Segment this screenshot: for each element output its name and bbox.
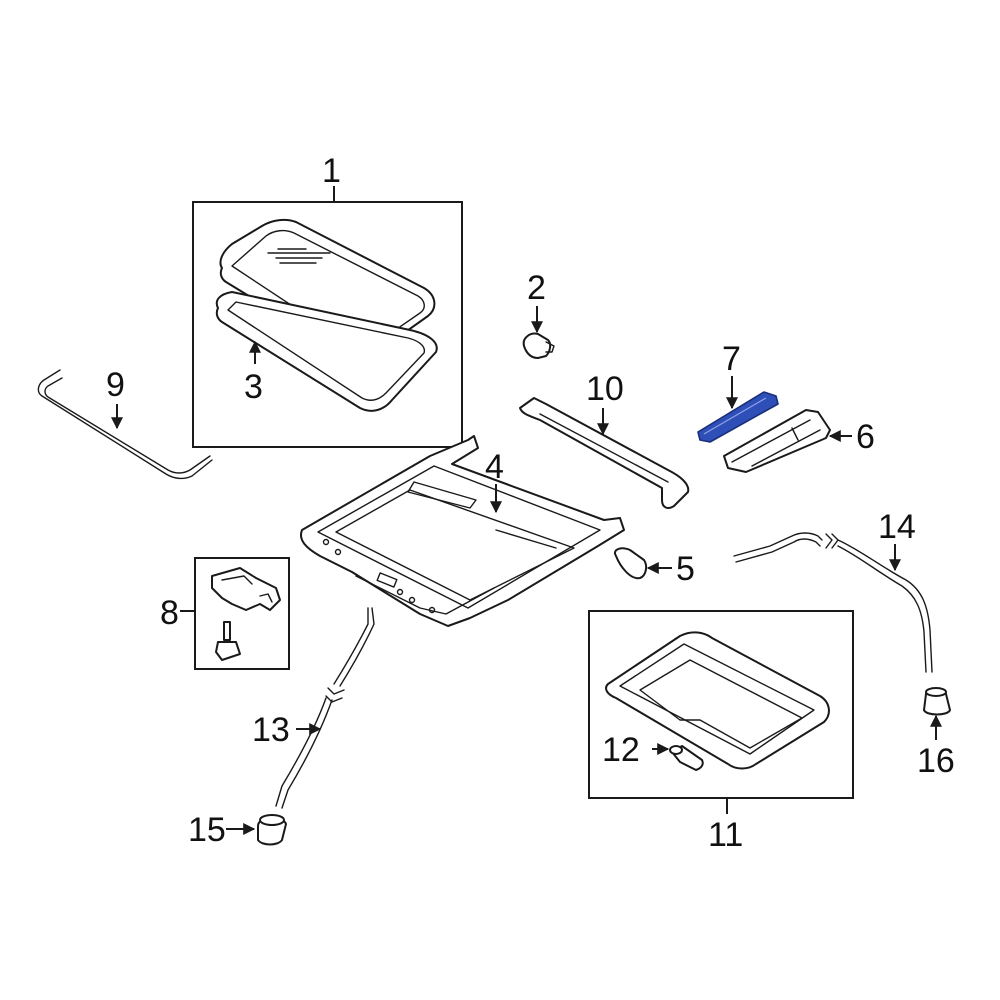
rail-bracket[interactable] (723, 409, 831, 473)
callout-4[interactable]: 4 (485, 448, 504, 486)
wind-deflector[interactable] (519, 397, 690, 509)
sunroof-motor[interactable] (211, 567, 281, 661)
callout-12[interactable]: 12 (602, 731, 640, 769)
callout-10[interactable]: 10 (586, 370, 624, 408)
callout-14[interactable]: 14 (878, 508, 916, 546)
motor-box (180, 557, 290, 670)
drain-hose-left[interactable] (275, 607, 375, 809)
callout-6[interactable]: 6 (856, 418, 875, 456)
sunshade-panel[interactable] (605, 631, 830, 770)
sunshade-pin[interactable] (669, 745, 704, 771)
grommet-left[interactable] (257, 814, 287, 846)
rear-trim-strip[interactable] (37, 369, 213, 480)
sunroof-frame[interactable] (300, 435, 625, 627)
callout-7[interactable]: 7 (722, 340, 741, 378)
callout-2[interactable]: 2 (527, 269, 546, 307)
glass-assembly-box (192, 186, 463, 448)
callout-13[interactable]: 13 (252, 711, 290, 749)
glass-seal[interactable] (215, 291, 438, 412)
callout-16[interactable]: 16 (917, 742, 955, 780)
callout-3[interactable]: 3 (244, 368, 263, 406)
callout-5[interactable]: 5 (676, 550, 695, 588)
sunshade-box (588, 610, 854, 814)
drain-hose-right[interactable] (733, 532, 933, 673)
corner-cover[interactable] (614, 547, 648, 580)
guide-rail-highlighted[interactable] (697, 391, 779, 443)
clip-part[interactable] (522, 332, 555, 359)
callout-15[interactable]: 15 (188, 811, 226, 849)
callout-8[interactable]: 8 (160, 594, 179, 632)
callout-1[interactable]: 1 (322, 152, 341, 190)
callout-9[interactable]: 9 (106, 366, 125, 404)
grommet-right[interactable] (923, 687, 951, 716)
callout-11[interactable]: 11 (708, 816, 743, 854)
